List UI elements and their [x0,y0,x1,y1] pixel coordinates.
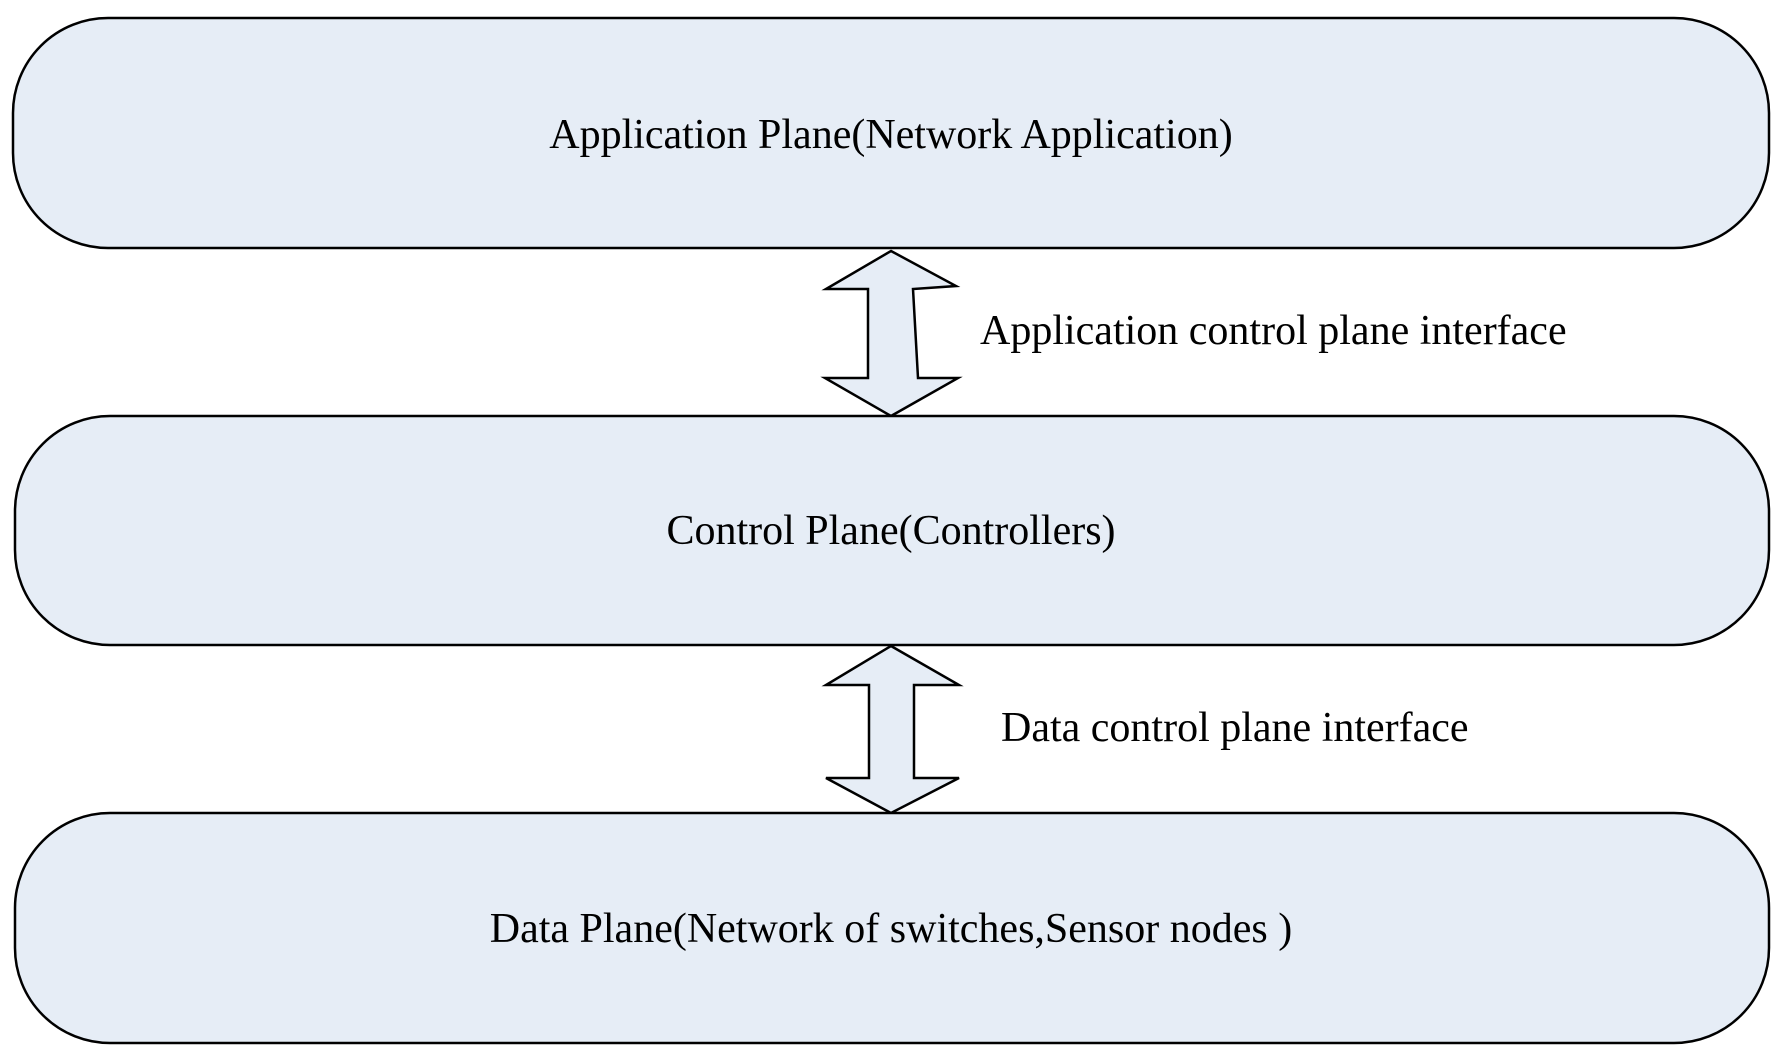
application-plane: Application Plane(Network Application) [11,16,1771,250]
application-control-interface: Application control plane interface [820,249,1567,418]
data-control-interface-label: Data control plane interface [1001,705,1469,751]
double-arrow-vertical-icon [820,249,963,418]
control-plane-label: Control Plane(Controllers) [666,508,1115,554]
application-plane-label: Application Plane(Network Application) [549,112,1233,158]
data-control-interface: Data control plane interface [821,644,1469,815]
double-arrow-vertical-icon [821,644,964,815]
application-control-interface-label: Application control plane interface [980,308,1567,354]
control-plane: Control Plane(Controllers) [13,414,1771,647]
data-plane-box [13,811,1771,1045]
control-plane-box [13,414,1771,647]
data-plane-label: Data Plane(Network of switches,Sensor no… [490,906,1292,952]
data-plane: Data Plane(Network of switches,Sensor no… [13,811,1771,1045]
application-plane-box [11,16,1771,250]
